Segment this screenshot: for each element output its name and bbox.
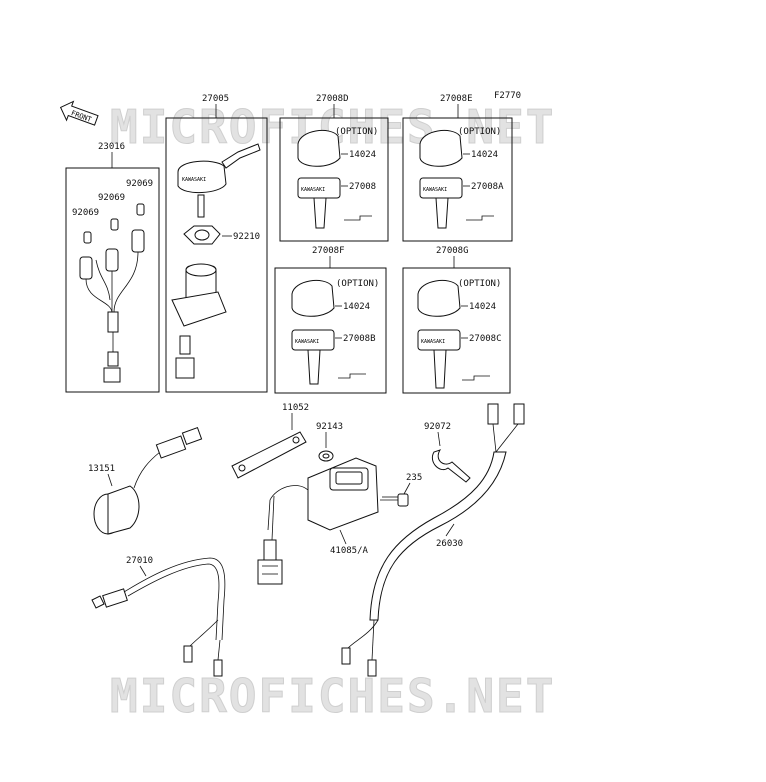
front-label: FRONT (70, 109, 93, 124)
key-cut-icon-d (344, 215, 372, 221)
part-label-23016: 23016 (98, 142, 125, 152)
ignition-key-assembly: KAWASAKI (177, 143, 261, 218)
key-brand-f: KAWASAKI (295, 339, 319, 345)
box-27008E (402, 117, 513, 242)
controller-41085A (257, 457, 379, 585)
part-label-27008D: 27008D (316, 94, 349, 104)
part-label-27008F: 27008F (312, 246, 345, 256)
front-arrow-icon: FRONT (59, 100, 99, 126)
key-brand-a: KAWASAKI (182, 177, 206, 183)
watermark-top: MICROFICHES.NET (110, 100, 555, 154)
key-brand-e: KAWASAKI (423, 187, 447, 193)
part-label-92069-b: 92069 (98, 193, 125, 203)
key-blank-27008: KAWASAKI (297, 177, 341, 229)
figure-code: F2770 (494, 91, 521, 101)
part-label-14024-f: 14024 (343, 302, 370, 312)
part-label-92143: 92143 (316, 422, 343, 432)
bolt-235 (380, 493, 409, 507)
key-head-14024-g (417, 279, 461, 317)
part-label-92072: 92072 (424, 422, 451, 432)
band-92072 (432, 449, 471, 483)
part-label-27010: 27010 (126, 556, 153, 566)
key-blank-27008A: KAWASAKI (419, 177, 463, 229)
part-label-41085A: 41085/A (330, 546, 369, 556)
buzzer-13151 (93, 426, 203, 535)
part-label-27008: 27008 (349, 182, 376, 192)
part-label-27008C: 27008C (469, 334, 502, 344)
sensor-27010 (91, 557, 226, 677)
part-label-14024-g: 14024 (469, 302, 496, 312)
part-label-235: 235 (406, 473, 422, 483)
ignition-switch-body (171, 263, 227, 379)
washer-92143 (318, 450, 334, 462)
key-cut-icon-e (466, 215, 494, 221)
bracket-11052 (231, 431, 307, 479)
part-label-14024-e: 14024 (471, 150, 498, 160)
part-label-27005: 27005 (202, 94, 229, 104)
part-label-27008E: 27008E (440, 94, 473, 104)
option-label-e: (OPTION) (458, 127, 501, 137)
part-label-27008B: 27008B (343, 334, 376, 344)
key-brand-d: KAWASAKI (301, 187, 325, 193)
box-27005 (165, 117, 268, 393)
part-label-92069-c: 92069 (72, 208, 99, 218)
wiring-harness-23016 (79, 203, 145, 383)
part-label-13151: 13151 (88, 464, 115, 474)
part-label-92069-a: 92069 (126, 179, 153, 189)
key-brand-g: KAWASAKI (421, 339, 445, 345)
option-label-f: (OPTION) (336, 279, 379, 289)
watermark-bottom: MICROFICHES.NET (110, 669, 555, 723)
key-head-14024-f (291, 279, 335, 317)
key-cut-icon-g (462, 375, 490, 381)
box-27008F (274, 267, 387, 394)
key-head-14024-d (297, 129, 341, 167)
part-label-26030: 26030 (436, 539, 463, 549)
part-label-11052: 11052 (282, 403, 309, 413)
box-23016 (65, 167, 160, 393)
part-label-27008A: 27008A (471, 182, 504, 192)
part-label-92210: 92210 (233, 232, 260, 242)
key-blank-27008B: KAWASAKI (291, 329, 335, 385)
harness-26030 (341, 403, 525, 677)
key-head-14024-e (419, 129, 463, 167)
box-27008G (402, 267, 511, 394)
key-blank-27008C: KAWASAKI (417, 329, 461, 389)
option-label-d: (OPTION) (335, 127, 378, 137)
part-label-14024-d: 14024 (349, 150, 376, 160)
option-label-g: (OPTION) (458, 279, 501, 289)
key-cut-icon-f (338, 373, 366, 379)
part-label-27008G: 27008G (436, 246, 469, 256)
nut-92210 (183, 225, 221, 245)
